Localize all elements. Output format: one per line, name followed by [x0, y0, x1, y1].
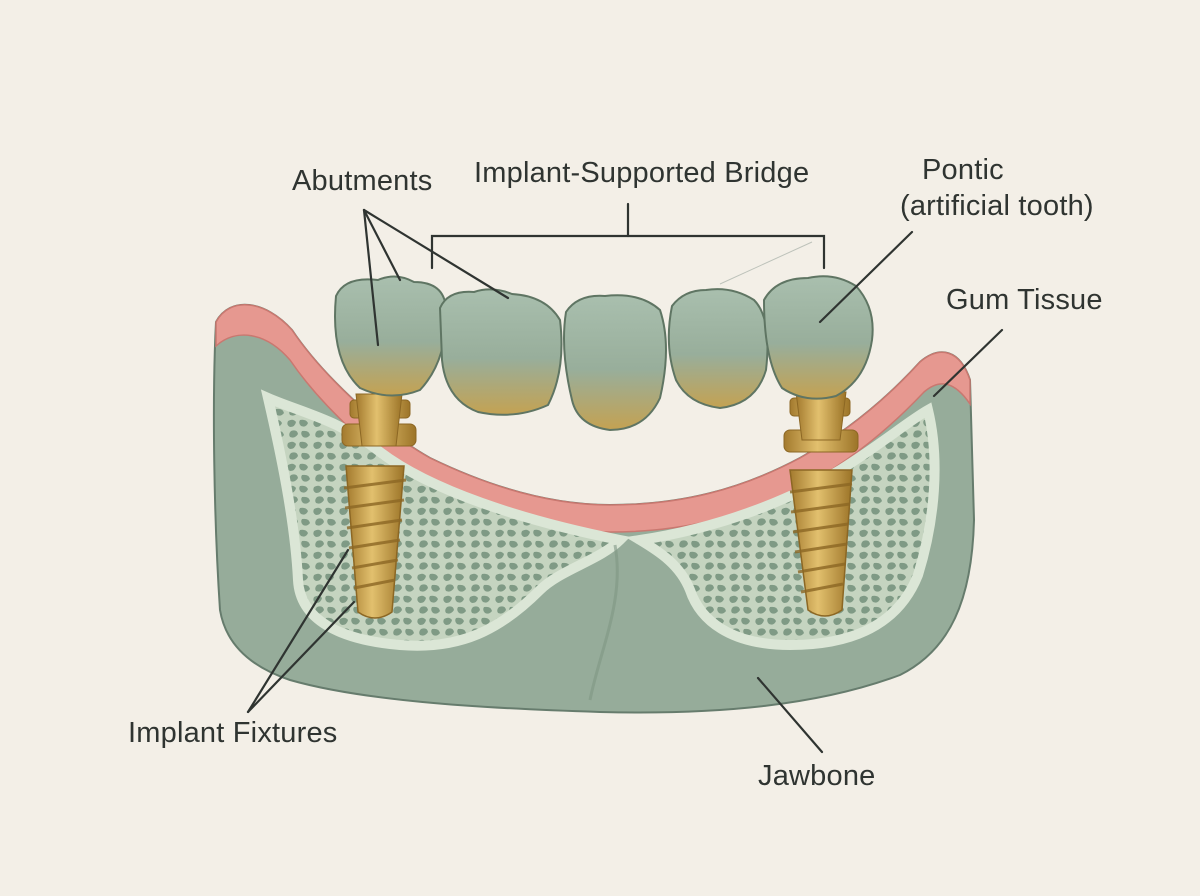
abutments-leader-1 — [362, 208, 380, 347]
label-implant-supported-bridge: Implant-Supported Bridge — [474, 157, 810, 189]
abutments-leader-3 — [362, 208, 510, 300]
pontic-leader — [818, 230, 914, 324]
tooth-2 — [438, 288, 563, 416]
tooth-3 — [563, 294, 667, 432]
label-jawbone: Jawbone — [758, 760, 876, 792]
jaw-center-ridge — [588, 544, 619, 701]
gum-tissue-leader — [932, 328, 1004, 398]
abutments-leader-2 — [362, 208, 402, 282]
bridge-teeth — [334, 275, 874, 432]
label-implant-fixtures: Implant Fixtures — [128, 717, 338, 749]
label-pontic-line1: Pontic — [922, 154, 1004, 186]
implant-fixtures-leader-2 — [246, 600, 356, 714]
label-pontic-line2: (artificial tooth) — [900, 190, 1094, 222]
crown-right — [762, 275, 874, 400]
leader-lines — [246, 202, 1004, 754]
crown-left — [334, 275, 448, 397]
jawbone-leader — [756, 676, 824, 754]
abutment-post-left — [355, 393, 403, 447]
implant-fixtures-leader-1 — [246, 548, 350, 714]
faint-guide-line — [719, 241, 813, 285]
tooth-4 — [667, 288, 769, 410]
label-pontic: Pontic (artificial tooth) — [900, 152, 1094, 224]
label-gum-tissue: Gum Tissue — [946, 284, 1103, 316]
label-abutments: Abutments — [292, 165, 433, 197]
